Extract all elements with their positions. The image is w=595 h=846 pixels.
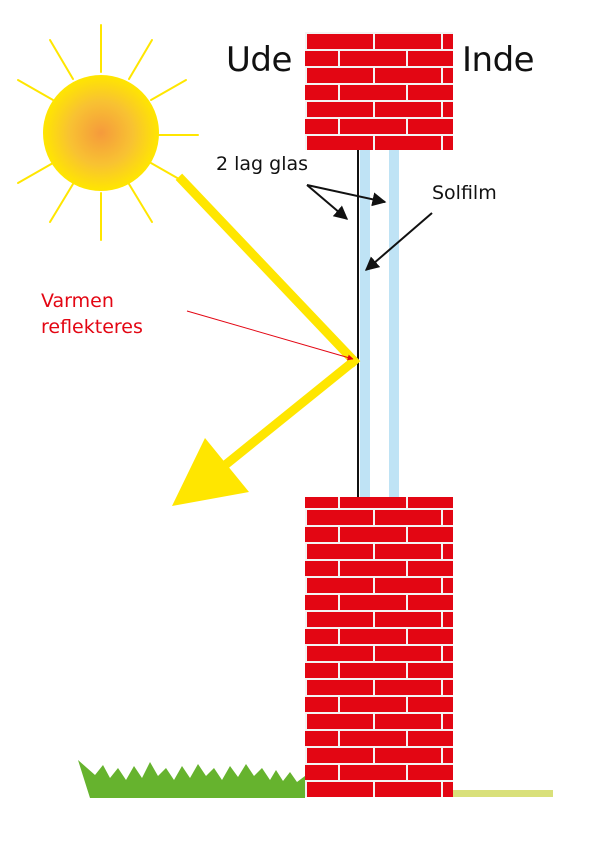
brick-wall-top xyxy=(305,32,453,150)
grass xyxy=(78,760,305,798)
sun-rays xyxy=(17,24,199,241)
reflected-light-beam xyxy=(221,357,357,470)
sun-icon xyxy=(17,24,199,241)
label-outside: Ude xyxy=(226,40,292,80)
glass-arrow-2 xyxy=(306,184,387,207)
ground-line xyxy=(453,790,553,797)
glass-pane-outer xyxy=(360,150,370,497)
brick-wall-bottom xyxy=(305,497,453,797)
glass-arrow-1 xyxy=(306,184,349,220)
reflected-arrowhead xyxy=(172,438,249,506)
label-solar-film: Solfilm xyxy=(432,182,497,204)
heat-arrow xyxy=(186,310,354,361)
label-glass-layers: 2 lag glas xyxy=(216,153,309,175)
label-inside: Inde xyxy=(462,40,535,80)
sun-disc xyxy=(43,75,159,191)
glass-pane-inner xyxy=(389,150,399,497)
incoming-light-beam xyxy=(175,173,361,368)
solar-film-arrow xyxy=(364,212,433,271)
heat-line-1: Varmen xyxy=(41,290,114,312)
heat-line-2: reflekteres xyxy=(41,316,143,338)
label-heat-reflected: Varmen reflekteres xyxy=(41,288,143,340)
